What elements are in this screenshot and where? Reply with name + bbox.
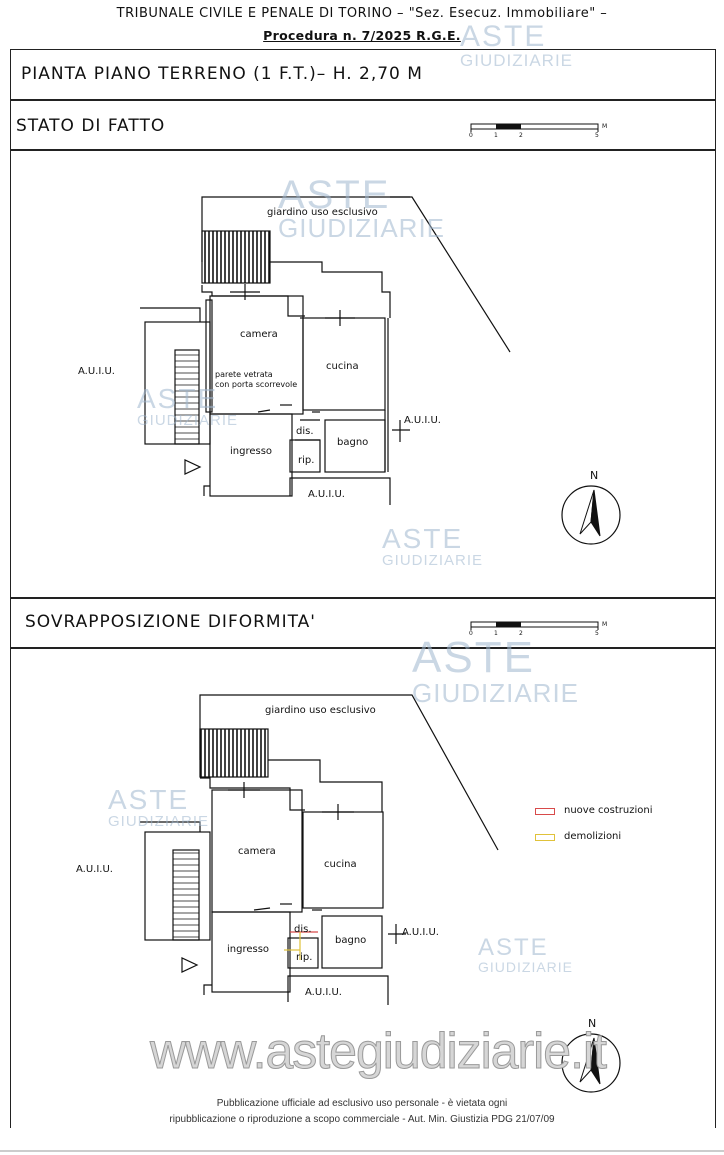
- watermark-brand-top: ASTE: [412, 633, 535, 682]
- label-auiu-left-2: A.U.I.U.: [76, 864, 113, 875]
- section1-title-box: STATO DI FATTO: [10, 99, 716, 151]
- scale2-unit: M: [602, 621, 608, 628]
- legend-label-nuove-costruzioni: nuove costruzioni: [564, 805, 653, 816]
- north-label-1: N: [590, 469, 599, 482]
- watermark-logo: ASTE GIUDIZIARIE: [412, 633, 580, 708]
- scale2-tick-2: 2: [519, 630, 523, 637]
- label-ingresso-2: ingresso: [227, 944, 270, 955]
- label-dis-1: dis.: [296, 426, 314, 437]
- watermark-logo: ASTE GIUDIZIARIE: [137, 383, 239, 429]
- watermark-logo: ASTE GIUDIZIARIE: [460, 20, 574, 70]
- floor-plan-stato-di-fatto: [140, 196, 511, 505]
- label-auiu-bottom-2: A.U.I.U.: [305, 987, 342, 998]
- section1-title: STATO DI FATTO: [16, 116, 166, 136]
- label-auiu-left-1: A.U.I.U.: [78, 366, 115, 377]
- procedure-number: Procedura n. 7/2025 R.G.E.: [263, 28, 461, 43]
- watermark-brand-top: ASTE: [460, 20, 547, 53]
- label-parete-line2: con porta scorrevole: [215, 380, 298, 389]
- section2-title: SOVRAPPOSIZIONE DIFORMITA': [25, 612, 316, 632]
- watermark-brand-top: ASTE: [382, 523, 464, 554]
- label-dis-2: dis.: [294, 924, 312, 935]
- watermark-brand-bottom: GIUDIZIARIE: [460, 51, 574, 70]
- section2-title-box: SOVRAPPOSIZIONE DIFORMITA': [10, 597, 716, 649]
- floor-plan-sovrapposizione: [140, 694, 499, 1005]
- section1-drawing-area: [10, 149, 716, 599]
- watermark-brand-bottom: GIUDIZIARIE: [478, 959, 574, 975]
- watermark-brand-bottom: GIUDIZIARIE: [278, 213, 446, 243]
- scale-bar-1: [470, 123, 599, 132]
- watermark-logo: ASTE GIUDIZIARIE: [382, 523, 484, 569]
- label-ingresso-1: ingresso: [230, 446, 273, 457]
- label-rip-2: rip.: [296, 952, 313, 963]
- scale1-tick-5: 5: [595, 132, 599, 139]
- label-auiu-bottom-1: A.U.I.U.: [308, 489, 345, 500]
- footer-line2: ripubblicazione o riproduzione a scopo c…: [169, 1114, 555, 1125]
- label-cucina-2: cucina: [324, 859, 357, 870]
- label-garden-1: giardino uso esclusivo: [267, 207, 378, 218]
- watermark-brand-bottom: GIUDIZIARIE: [412, 678, 580, 708]
- label-auiu-right-1: A.U.I.U.: [404, 415, 441, 426]
- legend-label-demolizioni: demolizioni: [564, 831, 622, 842]
- watermark-brand-bottom: GIUDIZIARIE: [108, 813, 210, 830]
- label-camera-1: camera: [240, 329, 278, 340]
- label-rip-1: rip.: [298, 455, 315, 466]
- scale2-tick-5: 5: [595, 630, 599, 637]
- scale2-tick-0: 0: [469, 630, 473, 637]
- watermark-brand-top: ASTE: [137, 383, 219, 414]
- label-auiu-right-2: A.U.I.U.: [402, 927, 439, 938]
- scale2-tick-1: 1: [494, 630, 498, 637]
- section2-drawing-area: [10, 647, 716, 1128]
- scale1-tick-0: 0: [469, 132, 473, 139]
- footer-line1: Pubblicazione ufficiale ad esclusivo uso…: [216, 1098, 508, 1109]
- scale1-tick-2: 2: [519, 132, 523, 139]
- legend-swatch-demolizioni: [535, 834, 555, 841]
- scale1-tick-1: 1: [494, 132, 498, 139]
- watermark-logo: ASTE GIUDIZIARIE: [278, 175, 445, 241]
- legend-swatch-nuove-costruzioni: [535, 808, 555, 815]
- label-garden-2: giardino uso esclusivo: [265, 705, 376, 716]
- label-cucina-1: cucina: [326, 361, 359, 372]
- north-arrow-icon: [561, 1033, 621, 1093]
- plan-title: PIANTA PIANO TERRENO (1 F.T.)– H. 2,70 M: [21, 64, 423, 84]
- label-camera-2: camera: [238, 846, 276, 857]
- watermark-logo: ASTE GIUDIZIARIE: [478, 934, 574, 975]
- north-label-2: N: [588, 1017, 597, 1030]
- watermark-logo: ASTE GIUDIZIARIE: [108, 784, 210, 830]
- label-bagno-2: bagno: [335, 935, 367, 946]
- plan-title-box: PIANTA PIANO TERRENO (1 F.T.)– H. 2,70 M: [10, 49, 716, 101]
- scale1-unit: M: [602, 123, 608, 130]
- scale-bar-2: [470, 621, 599, 630]
- court-header: TRIBUNALE CIVILE E PENALE DI TORINO – "S…: [116, 6, 608, 21]
- watermark-brand-top: ASTE: [108, 784, 190, 815]
- watermark-brand-bottom: GIUDIZIARIE: [137, 412, 239, 429]
- label-parete-line1: parete vetrata: [215, 370, 273, 379]
- north-arrow-icon: [561, 485, 621, 545]
- watermark-url: www.astegiudiziarie.it: [150, 1023, 608, 1080]
- page-bottom-rule: [0, 1150, 724, 1152]
- watermark-brand-top: ASTE: [278, 173, 391, 217]
- watermark-brand-bottom: GIUDIZIARIE: [382, 552, 484, 569]
- label-bagno-1: bagno: [337, 437, 369, 448]
- watermark-brand-top: ASTE: [478, 934, 549, 961]
